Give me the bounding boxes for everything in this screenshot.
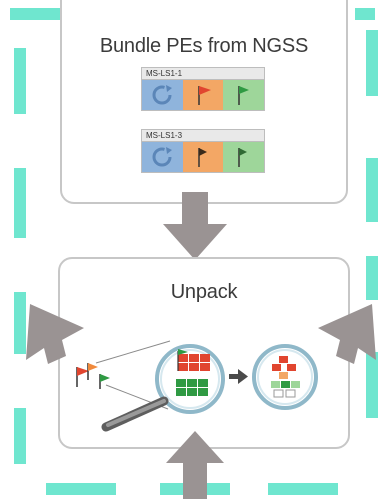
right-arrow bbox=[318, 304, 376, 364]
unpacked-blocks bbox=[252, 344, 318, 410]
frame-dash bbox=[14, 292, 26, 354]
flag-icon bbox=[197, 148, 207, 167]
bundle-box-title: Bundle PEs from NGSS bbox=[99, 35, 309, 57]
pe-cell-green bbox=[223, 80, 265, 110]
flag-icon bbox=[238, 148, 248, 167]
pe-cell-blue bbox=[142, 80, 183, 110]
pe-card: MS-LS1-3 bbox=[141, 129, 265, 173]
pe-cell-blue bbox=[142, 142, 183, 172]
circular-arrow-icon bbox=[152, 85, 172, 105]
bundle-box: Bundle PEs from NGSS MS-LS1-1 bbox=[60, 0, 348, 204]
frame-dash bbox=[46, 483, 116, 495]
up-arrow bbox=[166, 431, 224, 499]
flag-icon bbox=[238, 86, 250, 105]
frame-dash bbox=[14, 408, 26, 464]
pe-card-cells bbox=[141, 80, 265, 111]
pe-cell-orange bbox=[182, 80, 224, 110]
flag-icon bbox=[197, 86, 211, 105]
down-arrow bbox=[163, 192, 227, 260]
circular-arrow-icon bbox=[152, 147, 172, 167]
frame-dash bbox=[366, 256, 378, 300]
pe-cell-orange bbox=[182, 142, 224, 172]
frame-dash bbox=[14, 168, 26, 238]
flag-icon bbox=[76, 363, 110, 389]
frame-dash bbox=[366, 352, 378, 418]
frame-dash bbox=[366, 30, 378, 96]
frame-dash bbox=[14, 48, 26, 114]
pe-card-label: MS-LS1-1 bbox=[141, 67, 265, 80]
frame-dash bbox=[268, 483, 338, 495]
pe-card-label: MS-LS1-3 bbox=[141, 129, 265, 142]
frame-dash bbox=[355, 8, 375, 20]
unpack-box-title: Unpack bbox=[170, 281, 238, 303]
left-arrow bbox=[26, 304, 84, 364]
unpack-illustration bbox=[76, 340, 318, 432]
magnifying-glass-icon bbox=[101, 344, 225, 432]
pe-card: MS-LS1-1 bbox=[141, 67, 265, 111]
right-arrow-icon bbox=[229, 369, 248, 384]
pe-card-cells bbox=[141, 142, 265, 173]
unpack-box: Unpack bbox=[58, 257, 350, 449]
frame-dash bbox=[366, 158, 378, 222]
pe-cell-green bbox=[223, 142, 265, 172]
